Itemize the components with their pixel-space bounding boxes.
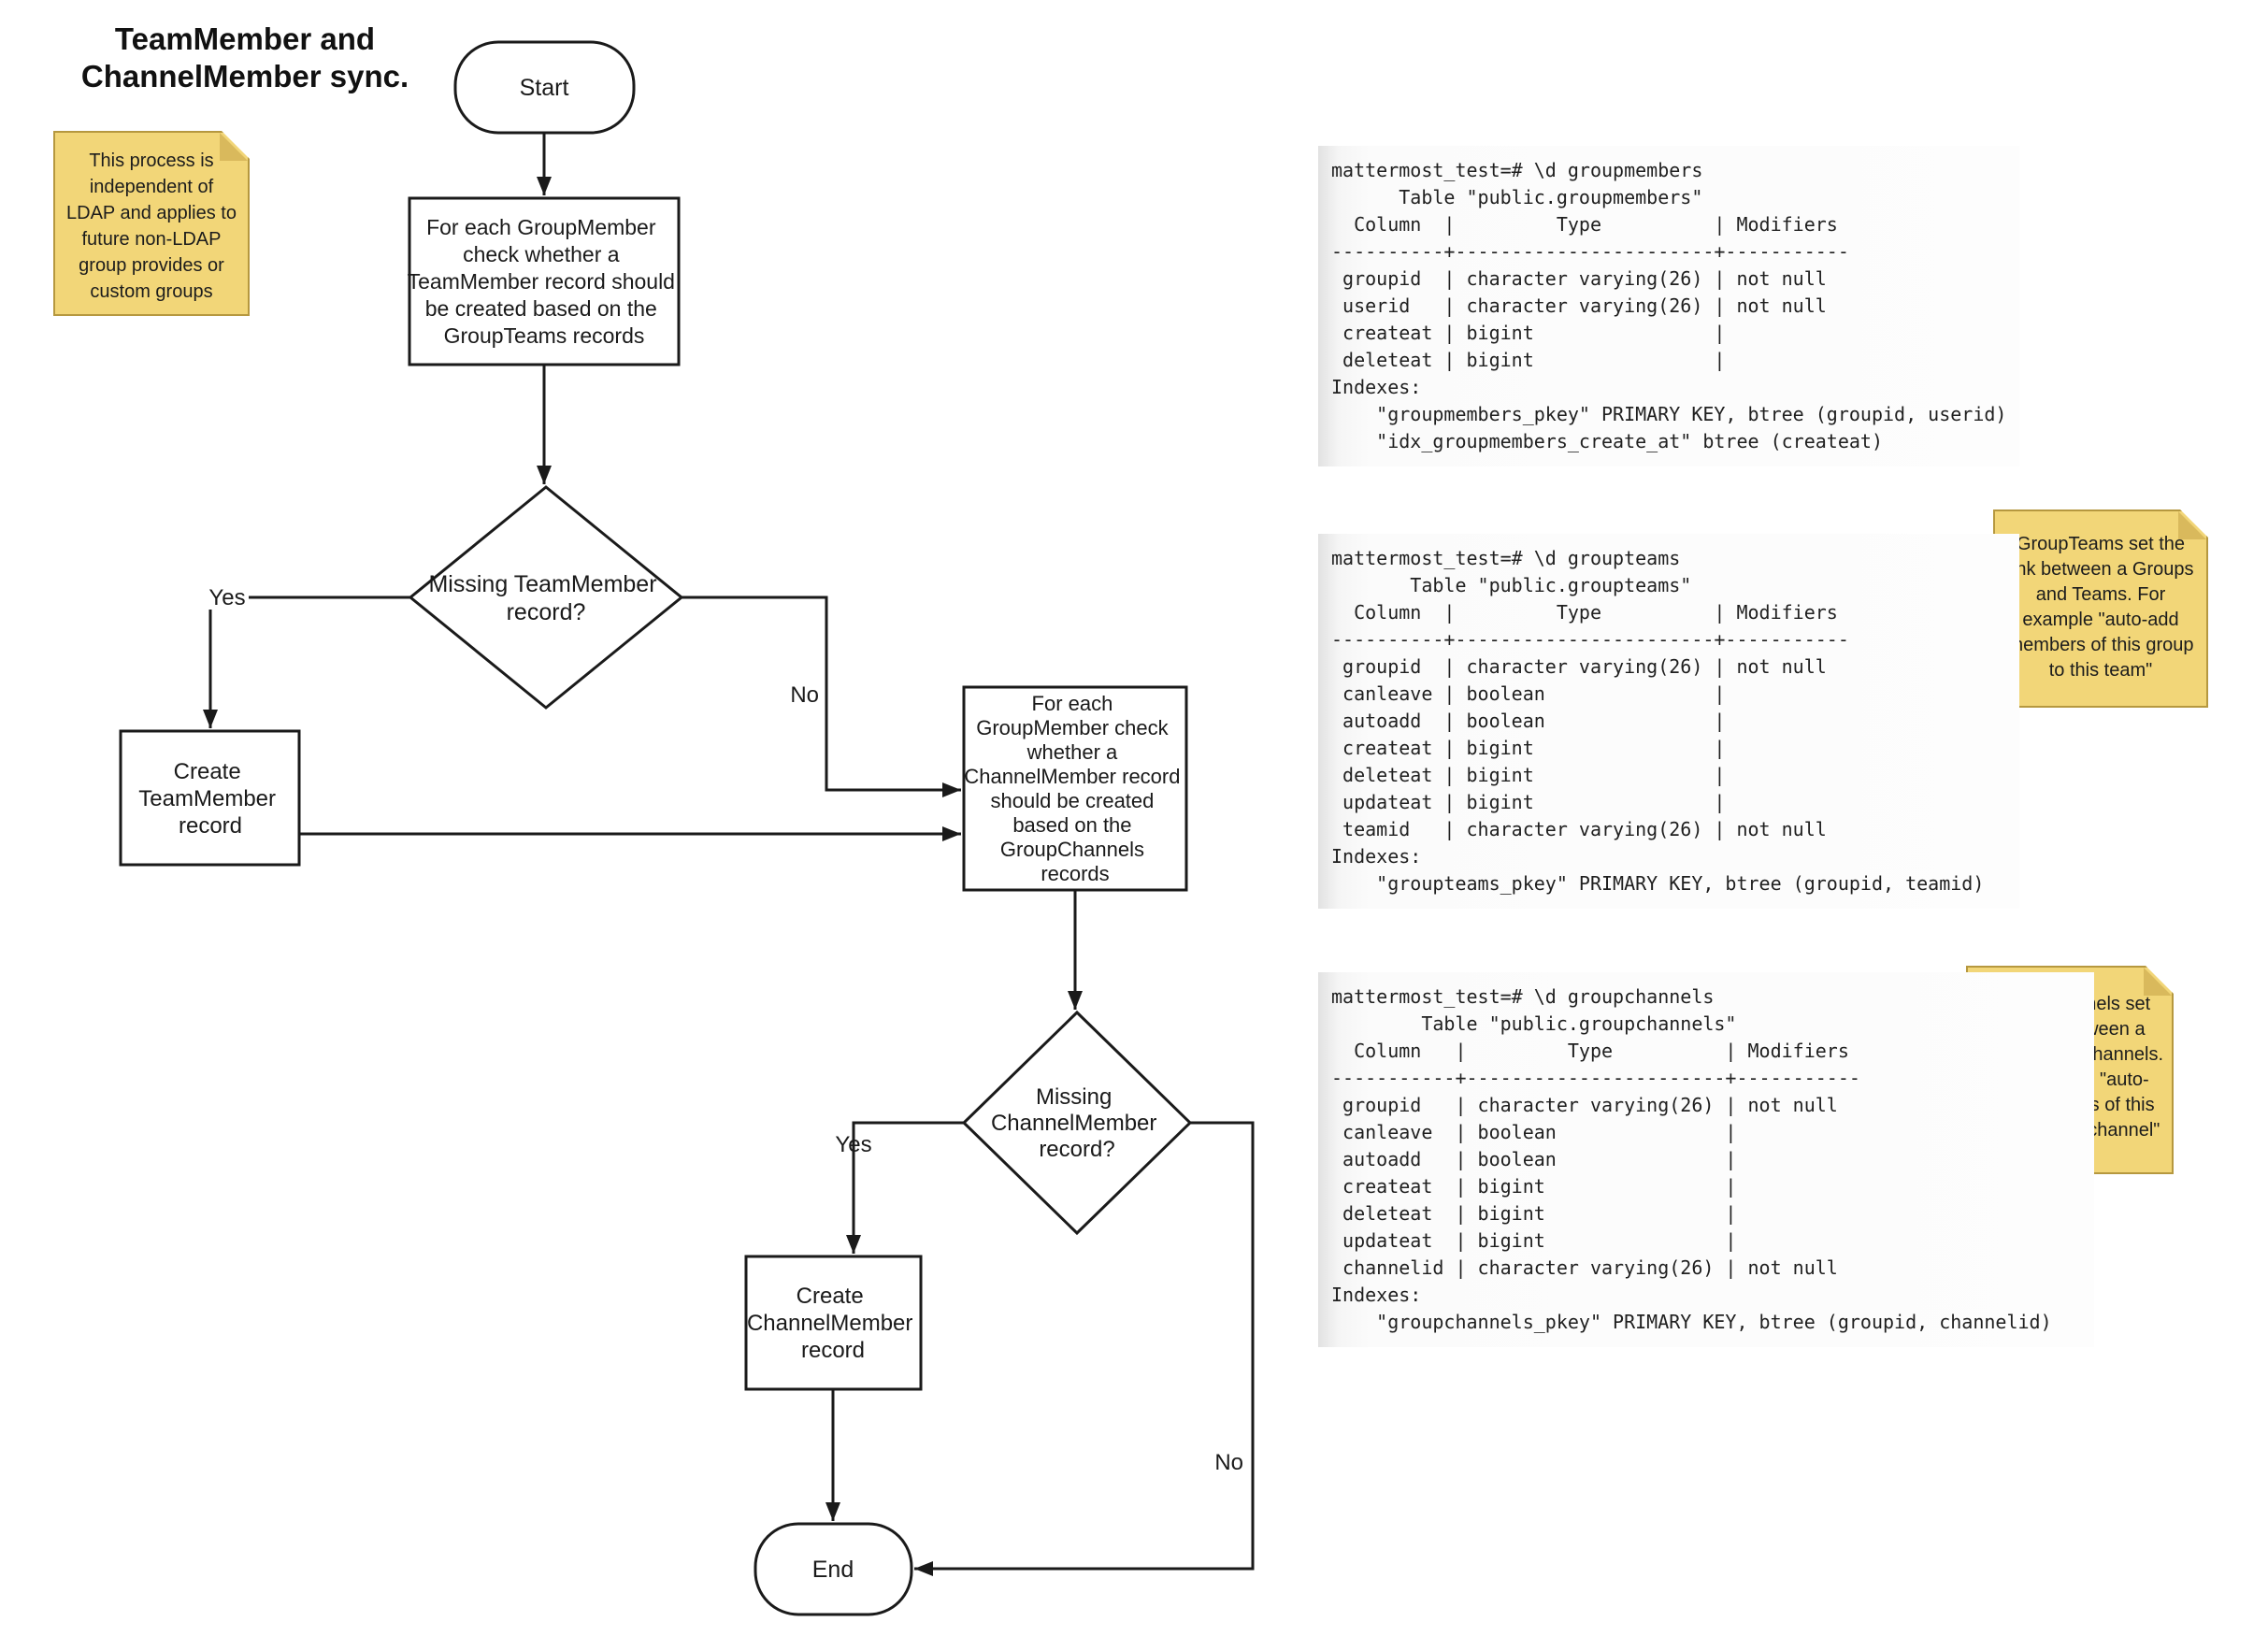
decision2-node (961, 1010, 1193, 1236)
decision1-yes-label: Yes (208, 585, 245, 610)
decision1-label: Missing TeamMember record? (428, 571, 663, 625)
end-node (754, 1522, 913, 1616)
sticky-note-groupteams: GroupTeams set the link between a Groups… (1993, 509, 2208, 708)
psql-output-groupteams: mattermost_test=# \d groupteams Table "p… (1318, 534, 2019, 909)
psql-output-groupchannels: mattermost_test=# \d groupchannels Table… (1318, 972, 2094, 1347)
edge-decision1-no (682, 596, 961, 797)
end-label: End (812, 1557, 854, 1583)
edge-decision2-no (914, 1121, 1255, 1576)
decision2-yes-label: Yes (835, 1132, 871, 1157)
create-teammember-label: Create TeamMember record (138, 759, 281, 839)
sticky-note-ldap-text: This process is independent of LDAP and … (66, 151, 237, 302)
start-label: Start (520, 75, 569, 101)
start-node (453, 40, 636, 135)
create-teammember-node (119, 729, 301, 867)
edge-decision2-yes (846, 1121, 964, 1254)
create-channelmember-node (744, 1255, 923, 1391)
decision1-no-label: No (790, 682, 819, 708)
process2-label: For each GroupMember check whether a Cha… (964, 692, 1185, 885)
yes1-label-bg (206, 583, 249, 610)
decision2-no-label: No (1214, 1450, 1243, 1475)
create-channelmember-label: Create ChannelMember record (747, 1284, 919, 1363)
process1-label: For each GroupMember check whether a Tea… (408, 215, 682, 348)
sticky-note-groupteams-text: GroupTeams set the link between a Groups… (2007, 534, 2194, 681)
diagram-title-line1: TeamMember and (114, 22, 376, 56)
decision1-node (408, 485, 684, 710)
flowchart: Start For each GroupMember check whether… (119, 40, 1255, 1616)
diagram-title-line2: ChannelMember sync. (80, 59, 409, 93)
process1-node (408, 196, 681, 366)
psql-output-groupmembers: mattermost_test=# \d groupmembers Table … (1318, 146, 2019, 466)
decision2-label: Missing ChannelMember record? (991, 1084, 1163, 1162)
edge-decision1-yes (203, 596, 410, 728)
diagram-title: TeamMember and ChannelMember sync. (65, 21, 424, 95)
process2-node (962, 685, 1188, 892)
